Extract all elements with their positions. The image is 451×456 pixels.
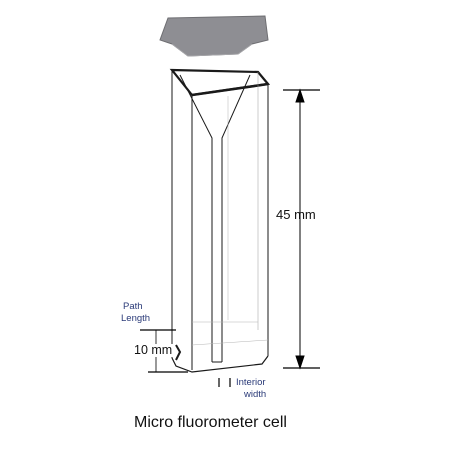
interior-width-line1: Interior — [236, 377, 266, 388]
interior-width-line2: width — [244, 389, 267, 400]
cuvette-body — [169, 68, 271, 373]
path-label-line1: Path — [123, 301, 143, 312]
path-label-line2: Length — [121, 313, 151, 324]
diagram-caption: Micro fluorometer cell — [134, 414, 287, 431]
interior-width-marks — [218, 378, 231, 387]
height-dimension — [283, 88, 320, 370]
cuvette-lid — [159, 15, 269, 57]
height-label: 45 mm — [276, 207, 316, 222]
path-length-value: 10 mm — [133, 343, 174, 357]
